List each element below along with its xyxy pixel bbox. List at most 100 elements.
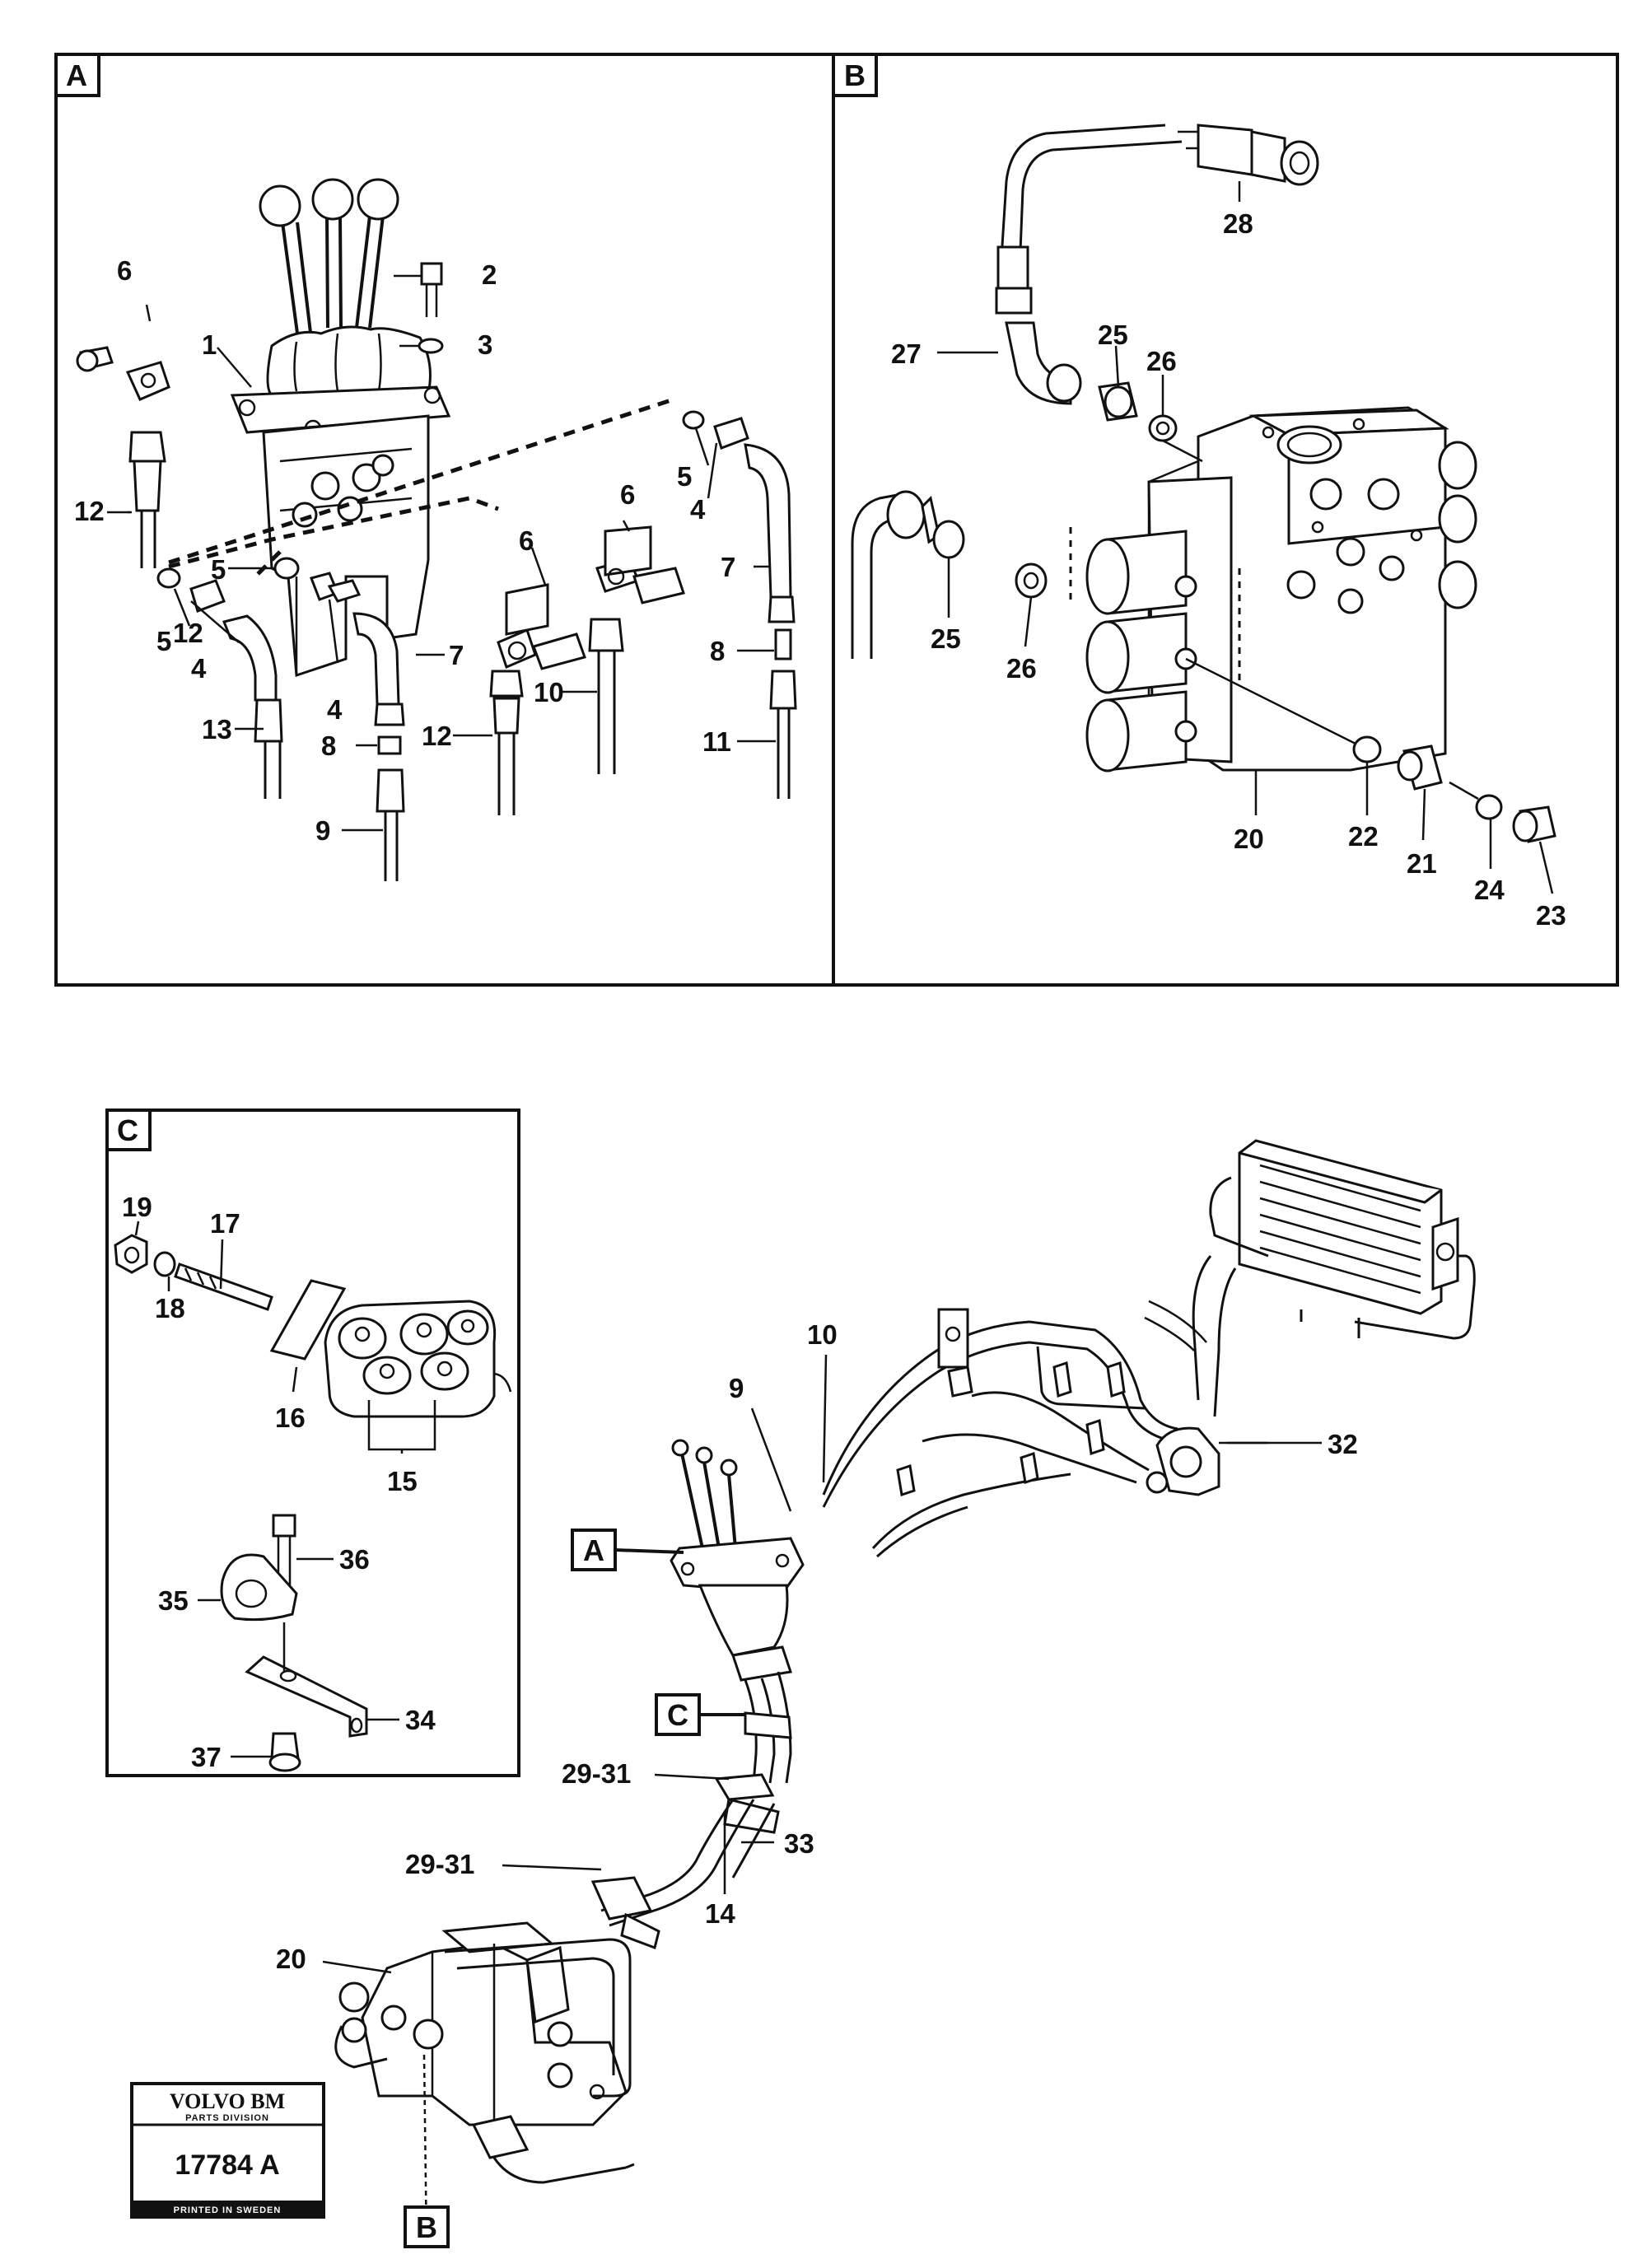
panel-a-leaders <box>107 274 776 832</box>
callout-overview-29-31-lower: 29-31 <box>405 1849 474 1879</box>
callout-a-8: 5 <box>211 554 226 585</box>
callout-a-10: 6 <box>117 255 132 286</box>
panel-c-callouts: 15 16 17 18 19 34 35 36 37 <box>122 1192 436 1772</box>
panel-c-leaders <box>134 1221 399 1758</box>
overview-leaders <box>322 1354 1268 2249</box>
callout-a-22: 12 <box>173 618 203 648</box>
callout-b-25a: 25 <box>1098 320 1128 350</box>
callout-c-17: 17 <box>210 1208 240 1239</box>
callout-a-11: 6 <box>519 525 534 556</box>
callout-b-25b: 25 <box>931 623 961 654</box>
callout-b-28: 28 <box>1223 208 1253 239</box>
elbow-27-adapters <box>1005 321 1178 442</box>
logo-frame <box>130 2082 325 2219</box>
panel-a-callouts: 1 2 3 4 4 4 5 5 5 6 6 6 7 7 8 8 9 10 11 … <box>74 255 735 846</box>
callout-overview-20: 20 <box>276 1944 306 1974</box>
parts-panel-b: B <box>832 53 1619 987</box>
marker-a: A <box>583 1533 604 1567</box>
hose-28-illustration <box>995 124 1319 315</box>
panel-c-frame <box>105 1108 520 1777</box>
callout-a-20: 12 <box>74 496 105 526</box>
callout-overview-29-31-upper: 29-31 <box>562 1758 631 1789</box>
marker-c: C <box>667 1698 688 1732</box>
callout-a-1: 1 <box>202 329 217 360</box>
dashed-routing-short <box>254 550 282 578</box>
bolt-and-washer <box>418 262 444 354</box>
parts-panel-c: C <box>105 1108 520 1777</box>
callout-a-3: 3 <box>478 329 492 360</box>
lower-left-fittings <box>156 557 405 881</box>
valve-block-overview <box>334 1921 635 2184</box>
callout-b-22: 22 <box>1348 821 1379 852</box>
control-valve-assembly <box>590 1439 805 1949</box>
right-fittings-b <box>1185 657 1556 843</box>
callout-c-37: 37 <box>191 1742 222 1772</box>
callout-c-36: 36 <box>339 1544 370 1575</box>
callout-b-26b: 26 <box>1006 653 1037 684</box>
callout-a-15: 8 <box>710 636 725 666</box>
marker-b-box <box>404 2205 450 2248</box>
callout-a-19: 11 <box>702 726 731 757</box>
callout-overview-33: 33 <box>784 1828 814 1859</box>
callout-b-24: 24 <box>1474 875 1505 905</box>
callout-a-21: 12 <box>422 721 452 751</box>
left-hose-fittings <box>76 346 170 568</box>
dashed-routing-mid <box>168 496 499 569</box>
callout-a-2: 2 <box>482 259 497 290</box>
callout-c-19: 19 <box>122 1192 152 1222</box>
left-hose-b <box>851 490 1048 659</box>
panel-c-tag: C <box>117 1113 138 1147</box>
callout-b-21: 21 <box>1407 848 1437 879</box>
callout-c-35: 35 <box>158 1585 189 1616</box>
overview-markers: A C B <box>404 1529 745 2248</box>
callout-a-23: 13 <box>202 714 232 744</box>
right-center-fittings <box>489 525 685 815</box>
callout-b-27: 27 <box>891 338 922 369</box>
logo-printed: PRINTED IN SWEDEN <box>174 2205 282 2215</box>
callout-c-15: 15 <box>387 1466 418 1496</box>
callout-b-20: 20 <box>1234 824 1264 854</box>
volvo-bm-logo: VOLVO BM PARTS DIVISION 17784 A PRINTED … <box>130 2082 325 2219</box>
parts_panel_a: A <box>54 53 835 987</box>
panel-c-illustration <box>114 1234 512 1772</box>
panel-a-tag: A <box>66 58 87 92</box>
panel-a-tag-box <box>54 53 100 97</box>
overview-assembly: 9 10 32 29-31 29-31 33 14 20 A C B <box>276 1139 1476 2249</box>
callout-a-4: 4 <box>690 494 706 525</box>
callout-a-7: 5 <box>677 461 692 492</box>
callout-a-12: 6 <box>620 479 635 510</box>
overview-callouts: 9 10 32 29-31 29-31 33 14 20 <box>276 1319 1358 1974</box>
callout-a-17: 9 <box>315 815 330 846</box>
panel-b-leaders <box>937 181 1554 894</box>
panel-c-tag-box <box>105 1108 152 1151</box>
panel-a-frame <box>54 53 835 987</box>
logo-number: 17784 A <box>175 2149 279 2181</box>
callout-overview-9: 9 <box>729 1373 744 1403</box>
callout-a-14: 7 <box>449 640 464 670</box>
panel-b-frame <box>832 53 1619 987</box>
logo-division: PARTS DIVISION <box>185 2113 269 2123</box>
marker-a-box <box>571 1529 617 1571</box>
marker-b: B <box>416 2210 437 2244</box>
callout-c-16: 16 <box>275 1403 306 1433</box>
callout-a-16: 8 <box>321 730 336 761</box>
logo-brand: VOLVO BM <box>170 2089 285 2113</box>
callout-a-13: 7 <box>721 552 735 582</box>
dashed-routing-upper <box>168 397 674 565</box>
callout-a-5: 4 <box>191 653 207 684</box>
callout-overview-32: 32 <box>1328 1429 1358 1459</box>
callout-overview-14: 14 <box>705 1898 735 1929</box>
valve-block-20 <box>1069 406 1477 772</box>
panel-b-tag-box <box>832 53 878 97</box>
callout-c-18: 18 <box>155 1293 185 1323</box>
callout-a-9: 5 <box>156 626 171 656</box>
control-valve-illustration <box>230 178 451 678</box>
hose-bundle <box>822 1255 1237 1558</box>
brake-valve-32 <box>1146 1426 1322 1496</box>
callout-a-6: 4 <box>327 694 343 725</box>
callout-overview-10: 10 <box>807 1319 838 1350</box>
callout-b-26a: 26 <box>1146 346 1177 376</box>
upper-right-fittings <box>682 410 797 799</box>
panel-b-callouts: 20 21 22 23 24 25 25 26 26 27 28 <box>891 208 1566 931</box>
callout-c-34: 34 <box>405 1705 436 1735</box>
